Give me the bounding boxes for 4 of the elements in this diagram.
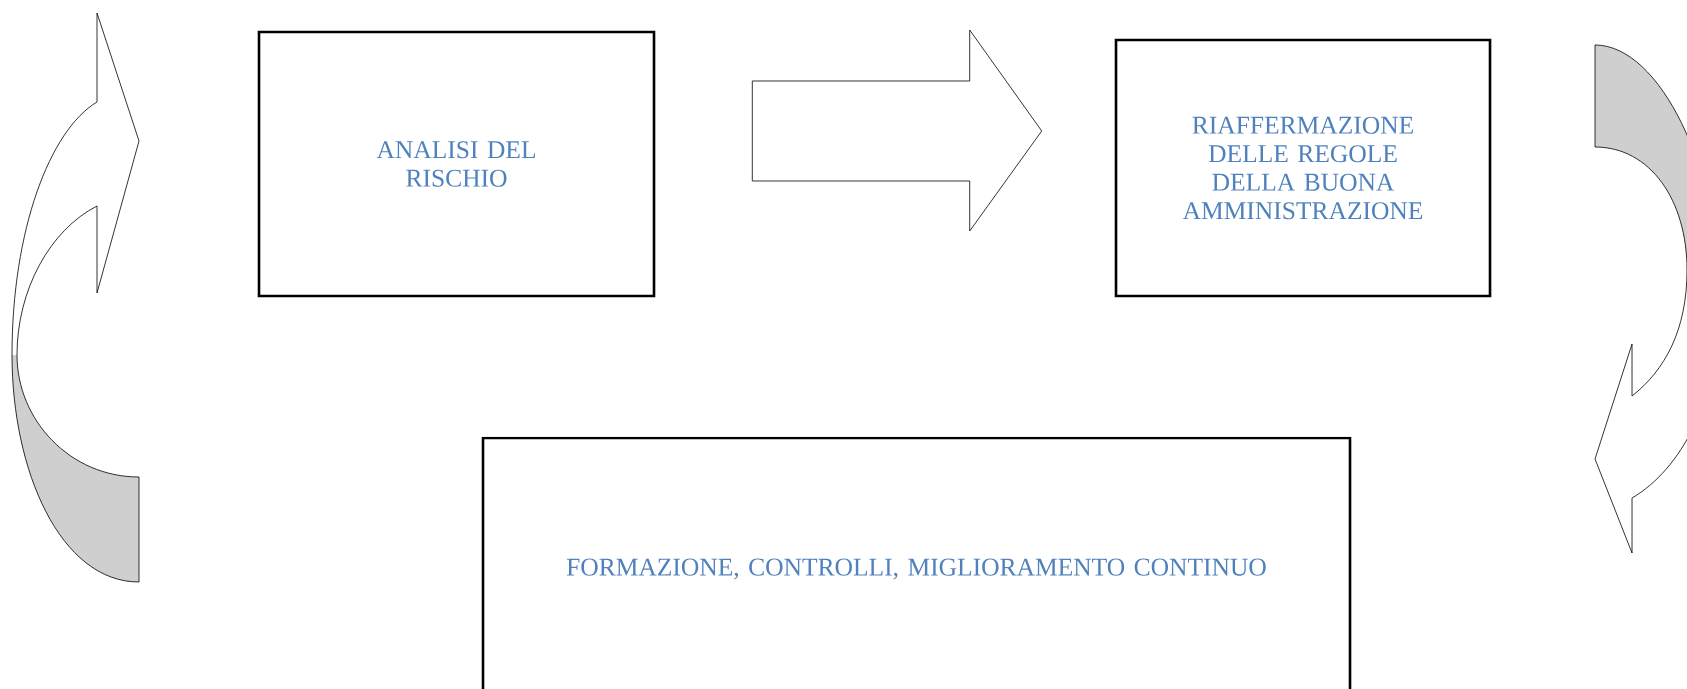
block-arrow xyxy=(751,29,1043,232)
process-box: FORMAZIONE, CONTROLLI, MIGLIORAMENTO CONTINUO xyxy=(481,436,1352,689)
process-box: ANALISI DEL RISCHIO xyxy=(257,30,656,298)
process-box: RIAFFERMAZIONE DELLE REGOLE DELLA BUONA AMMINISTRAZIONE xyxy=(1114,38,1492,298)
